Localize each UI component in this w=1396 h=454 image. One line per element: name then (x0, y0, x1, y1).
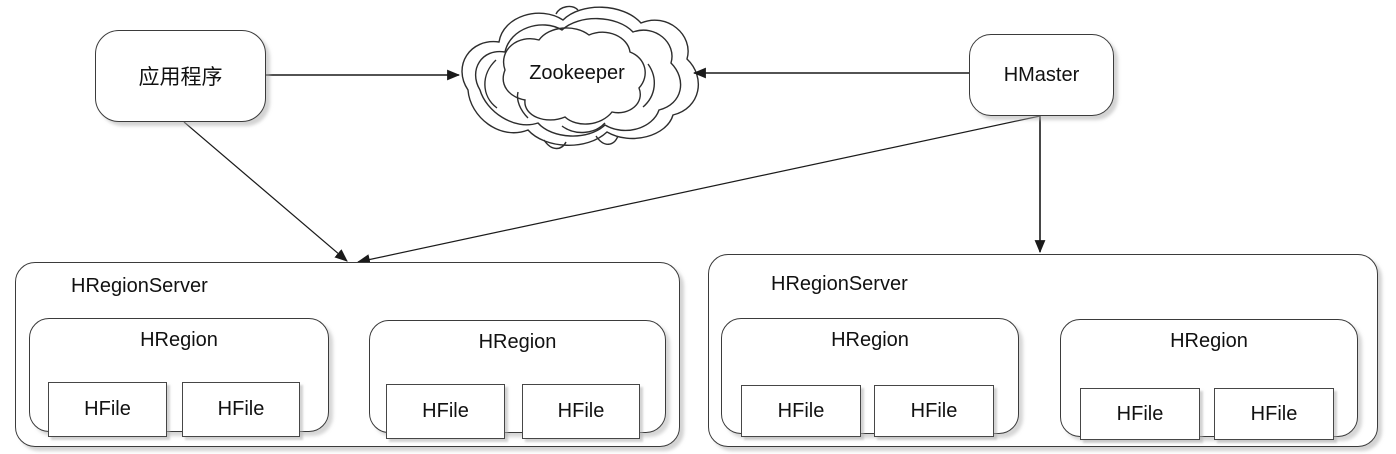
hfile-box: HFile (1080, 388, 1200, 440)
hregion-box: HRegion HFile HFile (369, 320, 666, 439)
hregionserver-right-label: HRegionServer (771, 273, 908, 295)
hregion-label: HRegion (831, 329, 909, 351)
hfile-label: HFile (777, 399, 825, 422)
hfile-label: HFile (557, 400, 605, 422)
hfile-label: HFile (1250, 402, 1298, 425)
hmaster-node: HMaster (969, 34, 1114, 116)
hfile-label: HFile (217, 398, 265, 420)
hregionserver-right: HRegionServer HRegion HFile HFile HRegio… (708, 254, 1378, 447)
hregionserver-left: HRegionServer HRegion HFile HFile HRegio… (15, 262, 680, 447)
hregion-label: HRegion (1170, 330, 1248, 352)
zookeeper-label: Zookeeper (529, 62, 625, 84)
hregion-label: HRegion (140, 329, 218, 351)
hfile-label: HFile (910, 399, 958, 422)
hfile-box: HFile (48, 382, 167, 437)
hfile-box: HFile (522, 384, 640, 439)
application-label: 应用程序 (138, 66, 223, 89)
hfile-box: HFile (741, 385, 861, 437)
hfile-box: HFile (874, 385, 994, 437)
hregionserver-left-label: HRegionServer (71, 275, 208, 297)
hfile-label: HFile (1116, 402, 1164, 425)
arrow-hmaster-to-left-server (356, 115, 1041, 265)
hregion-box: HRegion HFile HFile (1060, 319, 1358, 440)
hfile-box: HFile (1214, 388, 1334, 440)
arrow-application-to-left-server (183, 121, 348, 262)
hfile-box: HFile (386, 384, 505, 439)
hmaster-label: HMaster (1003, 63, 1080, 86)
hfile-label: HFile (84, 398, 131, 420)
application-node: 应用程序 (95, 30, 266, 122)
hfile-label: HFile (422, 400, 469, 422)
hregion-box: HRegion HFile HFile (721, 318, 1019, 437)
hregion-label: HRegion (478, 331, 557, 353)
cloud-icon (461, 5, 700, 150)
hregion-box: HRegion HFile HFile (29, 318, 329, 437)
hfile-box: HFile (182, 382, 300, 437)
